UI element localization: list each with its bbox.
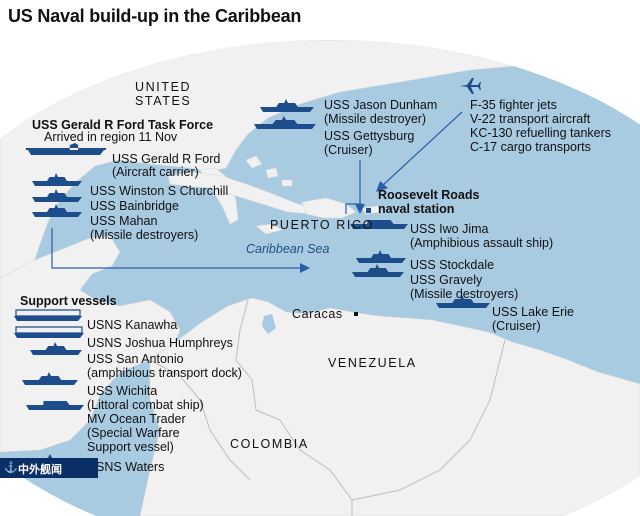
- ship-gerald-r-ford: [26, 143, 106, 155]
- gettysburg-arrowhead: [355, 204, 365, 214]
- region-caribbean-sea: Caribbean Sea: [246, 242, 330, 256]
- ford-destroyer-3: USS Mahan: [90, 214, 158, 228]
- page-title: US Naval build-up in the Caribbean: [8, 6, 302, 26]
- aircraft-1: F-35 fighter jets: [470, 98, 557, 112]
- ship-wichita: [22, 372, 78, 385]
- caracas-dot: [354, 312, 358, 316]
- support-item-5-type-1: (Special Warfare: [87, 426, 180, 440]
- support-item-6: USNS Waters: [87, 460, 165, 474]
- ship-joshua-humphreys: [14, 326, 84, 338]
- support-item-1: USNS Kanawha: [87, 318, 178, 332]
- support-item-3-type: (amphibious transport dock): [87, 366, 242, 380]
- publisher-logo: ⚓ 中外舰闻: [0, 458, 98, 478]
- central-america-land: [0, 235, 181, 453]
- ship-silhouettes: [14, 99, 490, 467]
- north-ship-2-type: (Cruiser): [324, 143, 373, 157]
- ship-winston-s-churchill: [32, 173, 82, 186]
- amphib-destroyer-2: USS Gravely: [410, 273, 483, 287]
- ship-san-antonio: [30, 342, 82, 355]
- north-ship-1-type: (Missile destroyer): [324, 112, 427, 126]
- ford-group-heading: USS Gerald R Ford Task Force: [32, 118, 214, 132]
- amphib-destroyer-1: USS Stockdale: [410, 258, 495, 272]
- support-item-5-type-2: Support vessel): [87, 440, 174, 454]
- iwo-jima-type: (Amphibious assault ship): [410, 236, 554, 250]
- support-item-3: USS San Antonio: [87, 352, 184, 366]
- north-america-land: [0, 40, 640, 279]
- iwo-jima-name: USS Iwo Jima: [410, 222, 489, 236]
- ford-destroyer-type: (Missile destroyers): [90, 228, 199, 242]
- ford-carrier-type: (Aircraft carrier): [112, 165, 199, 179]
- ford-destroyer-2: USS Bainbridge: [90, 199, 179, 213]
- lake-maracaibo: [262, 314, 276, 334]
- support-heading: Support vessels: [20, 294, 117, 308]
- jet-icon: [458, 74, 482, 103]
- region-puerto-rico: PUERTO RICO: [270, 218, 374, 232]
- ship-kanawha: [14, 309, 82, 321]
- aircraft-2: V-22 transport aircraft: [470, 112, 591, 126]
- logo-emblem-icon: ⚓: [4, 462, 18, 474]
- movement-arrows: [51, 111, 463, 273]
- ship-jason-dunham: [260, 99, 314, 112]
- ship-gravely: [352, 264, 404, 277]
- region-us-line2: STATES: [135, 94, 192, 108]
- jamaica-land: [255, 223, 283, 235]
- ford-group-arrival: Arrived in region 11 Nov: [44, 130, 178, 144]
- pr-bracket: [345, 203, 362, 214]
- amphib-destroyer-type: (Missile destroyers): [410, 287, 519, 301]
- station-name: Roosevelt Roads: [378, 188, 480, 202]
- north-ship-1: USS Jason Dunham: [324, 98, 438, 112]
- ship-iwo-jima: [350, 220, 408, 229]
- ship-mahan: [32, 204, 82, 217]
- ship-gettysburg: [254, 116, 316, 129]
- support-item-2: USNS Joshua Humphreys: [87, 336, 233, 350]
- region-colombia: COLOMBIA: [230, 437, 309, 451]
- region-us-line1: UNITED: [135, 80, 192, 94]
- station-type: naval station: [378, 202, 455, 216]
- aircraft-arrowhead: [376, 181, 388, 192]
- city-caracas: Caracas: [292, 307, 343, 321]
- ship-stockdale: [356, 250, 406, 263]
- logo-text: 中外舰闻: [18, 464, 62, 476]
- support-item-4: USS Wichita: [87, 384, 158, 398]
- region-venezuela: VENEZUELA: [328, 356, 417, 370]
- support-item-4-type: (Littoral combat ship): [87, 398, 204, 412]
- ship-bainbridge: [32, 189, 82, 202]
- ford-destroyer-1: USS Winston S Churchill: [90, 184, 229, 198]
- aircraft-3: KC-130 refuelling tankers: [470, 126, 612, 140]
- aircraft-arrow: [381, 111, 463, 187]
- ford-carrier-name: USS Gerald R Ford: [112, 152, 221, 166]
- north-ship-2: USS Gettysburg: [324, 129, 415, 143]
- lake-erie-name: USS Lake Erie: [492, 305, 574, 319]
- bahamas-land: [245, 155, 293, 187]
- ship-lake-erie: [436, 295, 490, 308]
- support-item-5: MV Ocean Trader: [87, 412, 186, 426]
- ford-group-arrowhead: [300, 263, 310, 273]
- ford-group-arrow: [51, 228, 306, 269]
- ship-ocean-trader: [26, 401, 84, 410]
- roosevelt-roads-marker: [366, 208, 371, 213]
- country-borders: [149, 299, 506, 516]
- south-america-land: [139, 297, 640, 516]
- lake-erie-type: (Cruiser): [492, 319, 541, 333]
- aircraft-4: C-17 cargo transports: [470, 140, 591, 154]
- hispaniola-land: [301, 197, 357, 219]
